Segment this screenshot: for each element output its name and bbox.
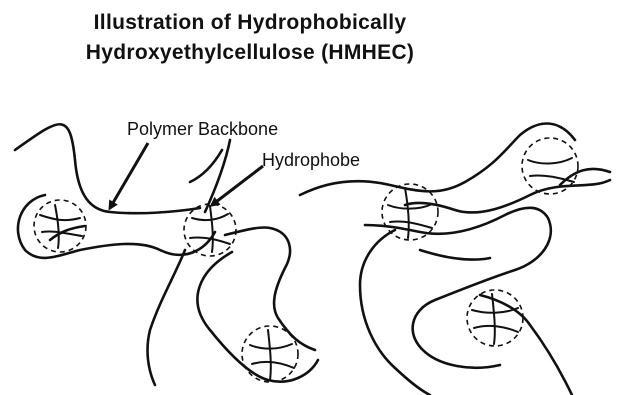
polymer-chain-center-right: [225, 227, 315, 350]
polymer-chain-center-lower: [148, 250, 185, 385]
polymer-backbone-label: Polymer Backbone: [127, 119, 278, 139]
hydrophobe-strands-6: [472, 294, 518, 344]
hydrophobe-cluster-5: [522, 138, 578, 194]
hydrophobe-strands-2: [190, 206, 230, 252]
polymer-chain-right-loop: [360, 230, 430, 395]
polymer-chain-left-loop: [18, 195, 215, 258]
polymer-chain-right-inner: [420, 250, 490, 260]
hydrophobe-cluster-4: [382, 184, 438, 240]
hydrophobe-label: Hydrophobe: [262, 150, 360, 170]
polymer-backbone-arrow: [110, 143, 148, 208]
polymer-chain-right-upper: [405, 180, 610, 212]
hydrophobe-arrow: [212, 166, 263, 205]
hydrophobe-strands-3: [250, 330, 294, 380]
polymer-chain-center-top: [190, 150, 222, 182]
